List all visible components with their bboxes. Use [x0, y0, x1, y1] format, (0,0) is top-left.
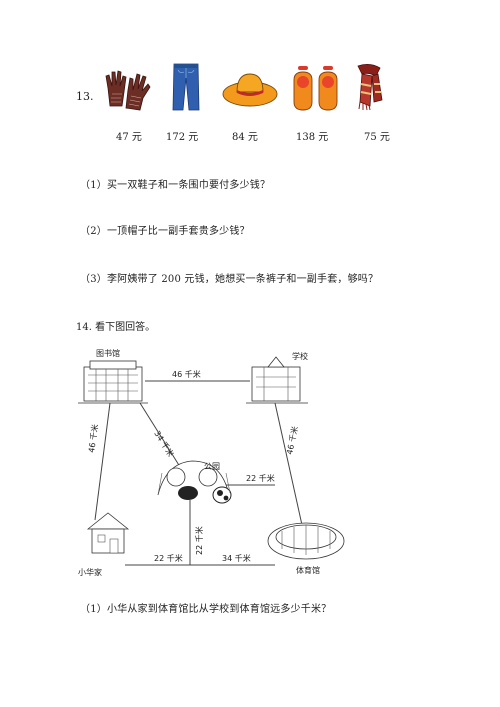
distance-home-road: 22 千米: [154, 553, 183, 563]
shoes-price: 138 元: [296, 132, 329, 143]
hat-icon: [222, 73, 278, 107]
gloves-icon: [105, 70, 151, 111]
park-label: 公园: [204, 462, 220, 471]
q13-subquestion-3: （3）李阿姨带了 200 元钱，她想买一条裤子和一副手套，够吗？: [80, 274, 379, 285]
q13-subquestion-1: （1）买一双鞋子和一条围巾要付多少钱？: [80, 180, 271, 191]
distance-library-home: 46 千米: [86, 423, 100, 453]
question-13-number: 13.: [76, 90, 94, 103]
distance-park-stadium: 22 千米: [246, 473, 275, 483]
map-diagram: 图书馆 学校 公园 小华家 体育馆: [78, 348, 345, 577]
scarf-icon: [357, 64, 383, 111]
school-icon: [246, 356, 308, 404]
shoes-icon: [293, 66, 338, 111]
park-icon: [157, 460, 232, 504]
map-roads: [94, 380, 303, 566]
q13-subquestion-2: （2）一顶帽子比一副手套贵多少钱？: [80, 226, 250, 237]
school-label: 学校: [292, 351, 308, 361]
library-icon: [78, 360, 148, 404]
distance-library-school: 46 千米: [172, 369, 201, 379]
q14-subquestion-1: （1）小华从家到体育馆比从学校到体育馆远多少千米？: [80, 604, 332, 615]
distance-school-stadium: 46 千米: [284, 425, 300, 455]
library-label: 图书馆: [96, 348, 120, 358]
gloves-price: 47 元: [116, 132, 142, 143]
pants-icon: [172, 63, 200, 111]
distance-road-stadium: 34 千米: [222, 553, 251, 563]
scarf-price: 75 元: [364, 132, 390, 143]
home-label: 小华家: [78, 567, 102, 577]
pants-price: 172 元: [166, 132, 199, 143]
stadium-icon: [267, 522, 345, 560]
hat-price: 84 元: [232, 132, 258, 143]
distance-library-park: 34 千米: [152, 429, 176, 459]
home-icon: [86, 512, 130, 554]
question-14-title: 14. 看下图回答。: [76, 322, 156, 333]
distance-park-road: 22 千米: [194, 526, 204, 555]
stadium-label: 体育馆: [296, 565, 320, 575]
